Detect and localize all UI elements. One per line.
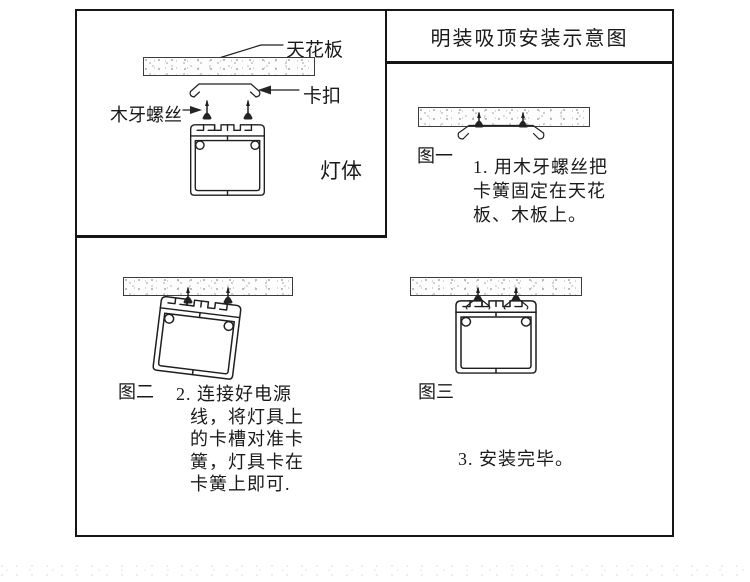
screw-arrowhead-icon [190, 106, 202, 114]
lamp-profile-icon [152, 295, 242, 380]
step2-text: 2. 连接好电源 线，将灯具上 的卡槽对准卡 簧，灯具卡在 卡簧上即可. [176, 383, 304, 496]
wood-screws-icon [202, 100, 253, 120]
step2-line: 线，将灯具上 [190, 406, 304, 427]
step2-line: 2. 连接好电源 [176, 384, 292, 404]
fig2-screws-icon [183, 287, 233, 304]
fig2-tilted-lamp [148, 293, 245, 383]
lamp-profile-icon [189, 124, 266, 196]
step2-line: 的卡槽对准卡 [190, 429, 304, 449]
bottom-faint-texture [0, 564, 750, 580]
fig1-caption: 图一 [417, 146, 453, 166]
clip-icon [189, 83, 261, 98]
step1-text: 1. 用木牙螺丝把 卡簧固定在天花 板、木板上。 [473, 155, 608, 227]
ceiling-board [143, 57, 315, 76]
fig2-ceiling-board [123, 277, 293, 296]
step1-line: 板、木板上。 [473, 205, 587, 225]
diagram-outer-frame: 天花板 木牙螺丝 卡扣 [75, 9, 674, 537]
clip-arrowhead-icon [258, 85, 271, 95]
clip-label: 卡扣 [303, 86, 342, 107]
step1-line: 1. 用木牙螺丝把 [473, 157, 608, 177]
step2-line: 簧，灯具卡在 [190, 451, 304, 472]
step3-text: 3. 安装完毕。 [458, 449, 574, 469]
page-title: 明装吸顶安装示意图 [430, 27, 629, 50]
ceiling-label: 天花板 [286, 40, 344, 61]
fig2-caption: 图二 [118, 382, 154, 402]
title-box: 明装吸顶安装示意图 [387, 11, 672, 64]
fig3-mounted-lamp-icon [455, 287, 537, 374]
fig1-ceiling-board [418, 107, 590, 127]
wood-screw-label: 木牙螺丝 [110, 105, 182, 125]
fig1-screws-and-clip-icon [457, 112, 545, 140]
step1-line: 卡簧固定在天花 [473, 181, 606, 201]
lamp-body-label: 灯体 [320, 159, 362, 183]
fig3-ceiling-board [410, 277, 582, 296]
fig3-caption: 图三 [418, 382, 454, 402]
detail-panel: 天花板 木牙螺丝 卡扣 [77, 11, 387, 238]
step2-line: 卡簧上即可. [190, 474, 291, 494]
